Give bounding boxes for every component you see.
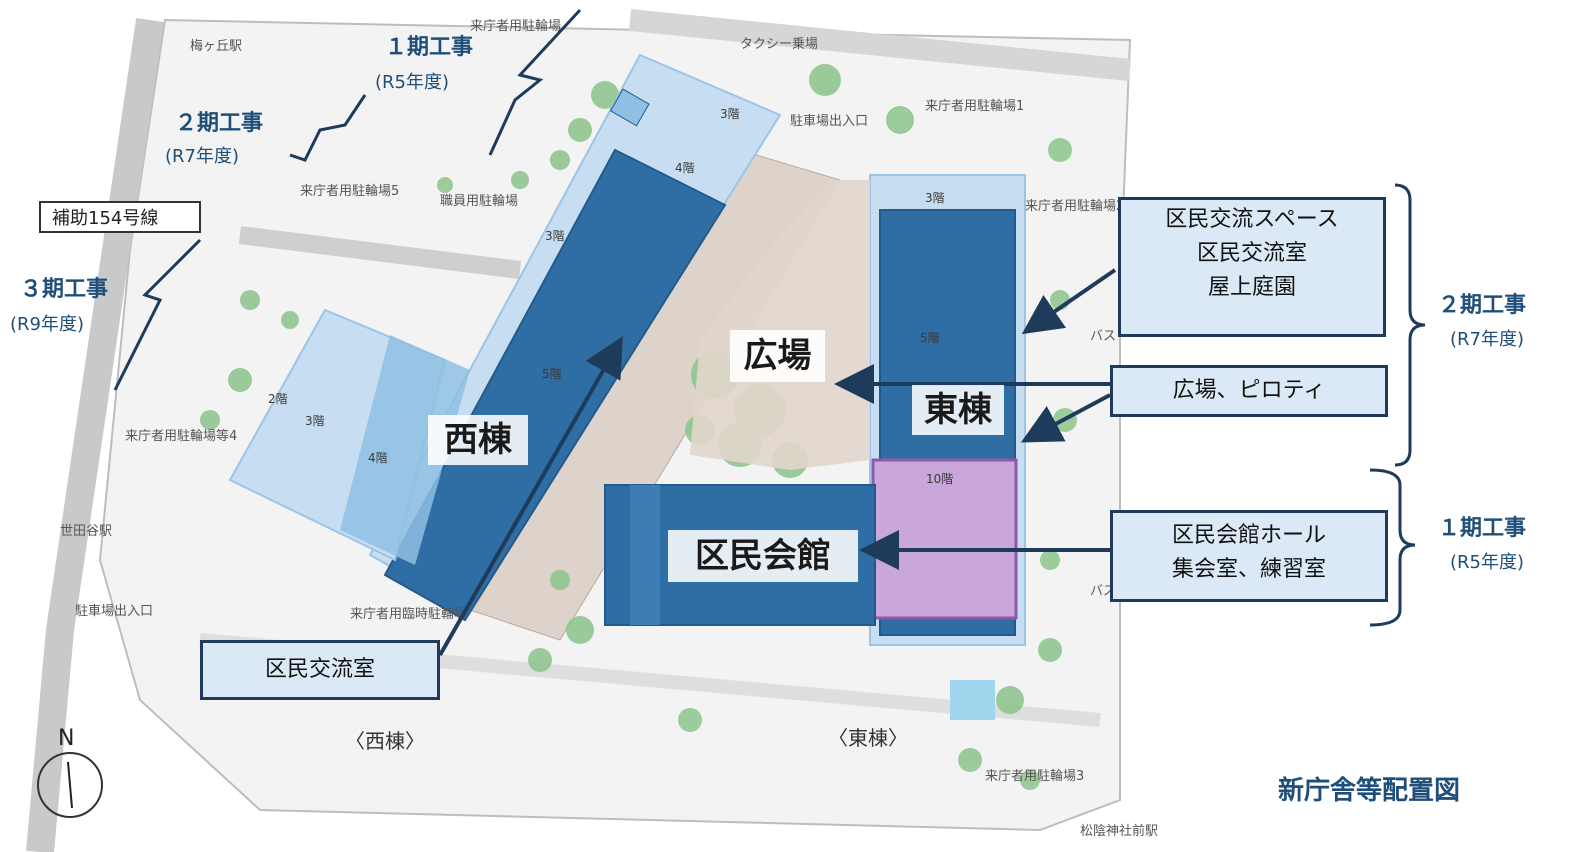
pond — [950, 680, 995, 720]
phase1-left-title: １期工事 — [385, 34, 473, 60]
label-bus2: バス — [1090, 584, 1116, 599]
road-aux154 — [238, 226, 522, 279]
label-taxi: タクシー乗場 — [740, 37, 818, 52]
phase2-left-year: (R7年度) — [165, 146, 239, 167]
civic-hall-label: 区民会館 — [668, 530, 858, 582]
label-bus1: バス — [1090, 329, 1116, 344]
phase2-right-year: (R7年度) — [1450, 329, 1524, 350]
phase3-left-year: (R9年度) — [10, 314, 84, 335]
callout-exchange-room: 区民交流室 — [200, 640, 440, 700]
phase3-left-title: ３期工事 — [20, 276, 108, 302]
phase1-right-year: (R5年度) — [1450, 552, 1524, 573]
page-title: 新庁舎等配置図 — [1278, 776, 1461, 806]
label-east-tag: 〈東棟〉 — [828, 726, 908, 750]
road-label-box — [39, 201, 201, 233]
floor-label-west-3: 3階 — [720, 106, 740, 121]
civic-hall-wing — [630, 485, 660, 625]
phase-braces — [113, 8, 1426, 627]
callout-hall-rooms: 区民会館ホール 集会室、練習室 — [1110, 510, 1388, 602]
north-label: N — [58, 726, 74, 751]
label-bike3: 来庁者用駐輪場3 — [985, 768, 1084, 784]
phase1-left-year: (R5年度) — [375, 72, 449, 93]
north-compass: N — [37, 726, 103, 818]
road-label: 補助154号線 — [52, 208, 158, 229]
west-building-4f — [340, 335, 470, 565]
label-parking-exit: 駐車場出入口 — [75, 604, 153, 619]
floor-label-west-5: 5階 — [542, 366, 562, 381]
phase2-right-title: ２期工事 — [1438, 292, 1526, 318]
label-parking-entrance: 駐車場出入口 — [790, 114, 868, 129]
floor-label-east-5: 5階 — [920, 330, 940, 345]
callout-hall-rooms-line2: 集会室、練習室 — [1171, 557, 1326, 582]
label-bike1: 来庁者用駐輪場1 — [925, 98, 1024, 114]
floor-label-west-3c: 3階 — [305, 413, 325, 428]
label-shoin: 松陰神社前駅 — [1080, 823, 1158, 839]
plaza-label: 広場 — [730, 330, 825, 382]
label-bike4: 来庁者用駐輪場等4 — [125, 428, 237, 444]
floor-label-east-3: 3階 — [925, 190, 945, 205]
label-bike5: 来庁者用駐輪場5 — [300, 183, 399, 199]
phase1-right-title: １期工事 — [1438, 515, 1526, 541]
label-west-tag: 〈西棟〉 — [345, 729, 425, 753]
callout-plaza-piloti: 広場、ピロティ — [1110, 365, 1388, 417]
floor-label-west-2: 2階 — [268, 391, 288, 406]
callout-exchange-space-line1: 区民交流スペース — [1165, 207, 1339, 232]
label-temp-bike: 来庁者用臨時駐輪場 — [350, 606, 467, 622]
callout-exchange-space-line3: 屋上庭園 — [1207, 275, 1296, 300]
label-bike2: 来庁者用駐輪場2 — [1025, 198, 1124, 214]
east-building-label: 東棟 — [912, 385, 1004, 435]
label-umegaoka: 梅ヶ丘駅 — [190, 39, 242, 54]
callout-exchange-space-line2: 区民交流室 — [1196, 241, 1307, 266]
west-building-label: 西棟 — [428, 415, 528, 465]
floor-label-west-3b: 3階 — [545, 228, 565, 243]
floor-label-east-10: 10階 — [926, 471, 953, 486]
callout-hall-rooms-line1: 区民会館ホール — [1171, 523, 1326, 548]
west-stair — [609, 88, 650, 127]
callout-exchange-space: 区民交流スペース 区民交流室 屋上庭園 — [1118, 197, 1386, 337]
callout-arrows — [438, 268, 1117, 656]
label-staff-bike: 職員用駐輪場 — [440, 193, 518, 209]
road-north — [628, 9, 1132, 81]
phase2-left-title: ２期工事 — [175, 110, 263, 136]
floor-label-west-4b: 4階 — [368, 450, 388, 465]
plaza-area — [690, 180, 870, 470]
label-parking-top: 来庁者用駐輪場 — [470, 18, 561, 34]
label-setagaya: 世田谷駅 — [60, 524, 112, 539]
floor-label-west-4a: 4階 — [675, 160, 695, 175]
